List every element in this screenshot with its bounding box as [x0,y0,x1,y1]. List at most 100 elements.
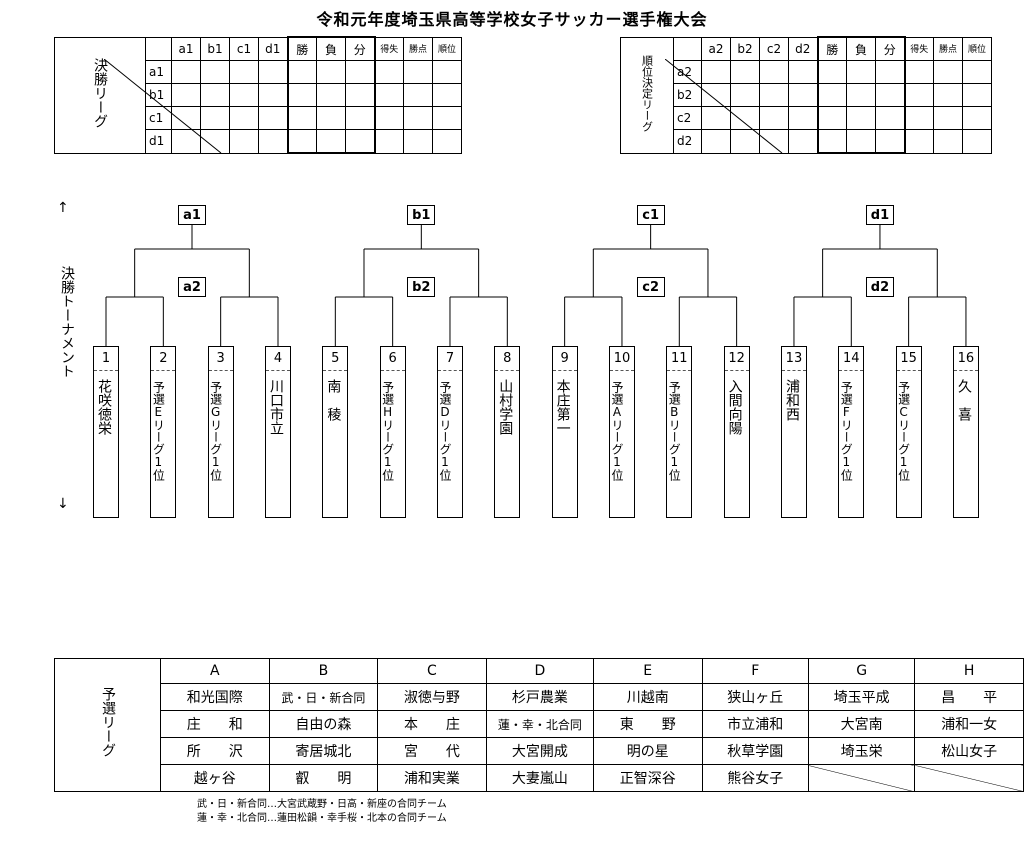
team-cell: 熊谷女子 [701,764,809,792]
result-cell[interactable] [403,106,433,130]
table-row: 所 沢寄居城北宮 代大宮開成明の星秋草学園埼玉栄松山女子 [55,737,1024,765]
team-seed-number: 12 [724,347,749,371]
result-cell[interactable] [875,106,906,130]
table-row: 越ヶ谷叡 明浦和実業大妻嵐山正智深谷熊谷女子 [55,764,1024,792]
result-cell[interactable] [229,129,259,154]
team-name: 久 喜 [955,379,972,421]
team-cell: 川越南 [592,683,703,711]
team-cell: 大宮南 [807,710,916,738]
group-header-c: C [377,658,487,684]
team-cell: 埼玉平成 [807,683,916,711]
team-seed-number: 6 [380,347,405,371]
result-cell[interactable] [816,83,847,107]
group-header-e: E [592,658,703,684]
team-cell: 淑徳与野 [377,683,487,711]
col-header: b2 [730,36,760,61]
goal-diff-header: 得失 [374,36,404,61]
team-name: 予選Gリーグ1位 [208,381,223,481]
match-label-d1: d1 [865,205,894,225]
result-cell[interactable] [432,60,462,84]
result-cell[interactable] [345,60,376,84]
team-cell: 浦和実業 [377,764,487,792]
team-cell: 越ヶ谷 [160,764,270,792]
result-cell[interactable] [904,129,934,154]
team-name: 浦和西 [783,379,800,421]
result-cell[interactable] [345,129,376,154]
result-cell[interactable] [816,106,847,130]
loss-header: 負 [316,36,346,61]
team-cell: 正智深谷 [592,764,703,792]
rank-header: 順位 [962,36,992,61]
col-header: c2 [759,36,789,61]
match-label-b1: b1 [407,205,436,225]
match-label-b2: b2 [407,277,436,297]
team-cell: 寄居城北 [268,737,379,765]
prelim-league-table: 予選リーグ A B C D E F G H 和光国際武・日・新合同淑徳与野杉戸農… [54,658,1024,792]
result-cell[interactable] [846,106,876,130]
team-seed-number: 1 [94,347,118,371]
team-seed-number: 11 [667,347,692,371]
result-cell[interactable] [374,129,404,154]
team-cell [807,764,916,792]
result-cell[interactable] [345,83,376,107]
result-cell[interactable] [316,106,346,130]
team-cell: 大宮開成 [485,737,594,765]
group-header-b: B [268,658,379,684]
result-cell[interactable] [258,129,288,154]
team-cell: 秋草学園 [701,737,809,765]
team-cell: 松山女子 [914,737,1024,765]
team-seed-number: 15 [896,347,921,371]
result-cell[interactable] [962,129,992,154]
arrow-down-icon: ↓ [57,496,69,512]
team-seed-number: 7 [437,347,462,371]
result-cell[interactable] [933,106,963,130]
team-cell: 東 野 [592,710,703,738]
team-cell: 本 庄 [377,710,487,738]
group-header-h: H [914,658,1024,684]
result-cell[interactable] [286,129,317,154]
team-cell [914,764,1024,792]
team-seed-number: 2 [151,347,176,371]
result-cell[interactable] [933,60,963,84]
result-cell[interactable] [875,129,906,154]
prelim-label: 予選リーグ [54,658,161,792]
result-cell[interactable] [816,129,847,154]
group-header-d: D [485,658,594,684]
result-cell[interactable] [345,106,376,130]
group-header-f: F [701,658,809,684]
team-name: 川口市立 [267,379,284,435]
team-seed-number: 5 [323,347,348,371]
tournament-bracket [105,225,967,346]
result-cell[interactable] [432,129,462,154]
team-name: 予選Aリーグ1位 [609,381,624,481]
team-box: 11 予選Bリーグ1位 [666,346,693,518]
result-cell[interactable] [875,83,906,107]
team-seed-number: 10 [609,347,634,371]
team-name: 入間向陽 [726,379,743,435]
result-cell[interactable] [374,60,404,84]
table-row: 庄 和自由の森本 庄蓮・幸・北合同東 野市立浦和大宮南浦和一女 [55,710,1024,738]
result-cell[interactable] [374,106,404,130]
team-name: 予選Eリーグ1位 [151,381,166,481]
team-name: 本庄第一 [554,379,571,435]
team-cell: 所 沢 [160,737,270,765]
team-cell: 叡 明 [268,764,379,792]
draw-header: 分 [345,36,376,61]
result-cell[interactable] [962,83,992,107]
tournament-label: 決勝トーナメント [59,266,75,378]
result-cell[interactable] [316,129,346,154]
result-cell[interactable] [432,106,462,130]
team-name: 予選Dリーグ1位 [437,381,452,481]
team-cell: 宮 代 [377,737,487,765]
result-cell[interactable] [904,106,934,130]
team-name: 花咲徳栄 [96,379,112,435]
team-name: 予選Fリーグ1位 [839,381,854,481]
result-cell[interactable] [962,106,992,130]
team-cell: 明の星 [592,737,703,765]
team-name: 予選Bリーグ1位 [667,381,682,481]
team-cell: 自由の森 [268,710,379,738]
